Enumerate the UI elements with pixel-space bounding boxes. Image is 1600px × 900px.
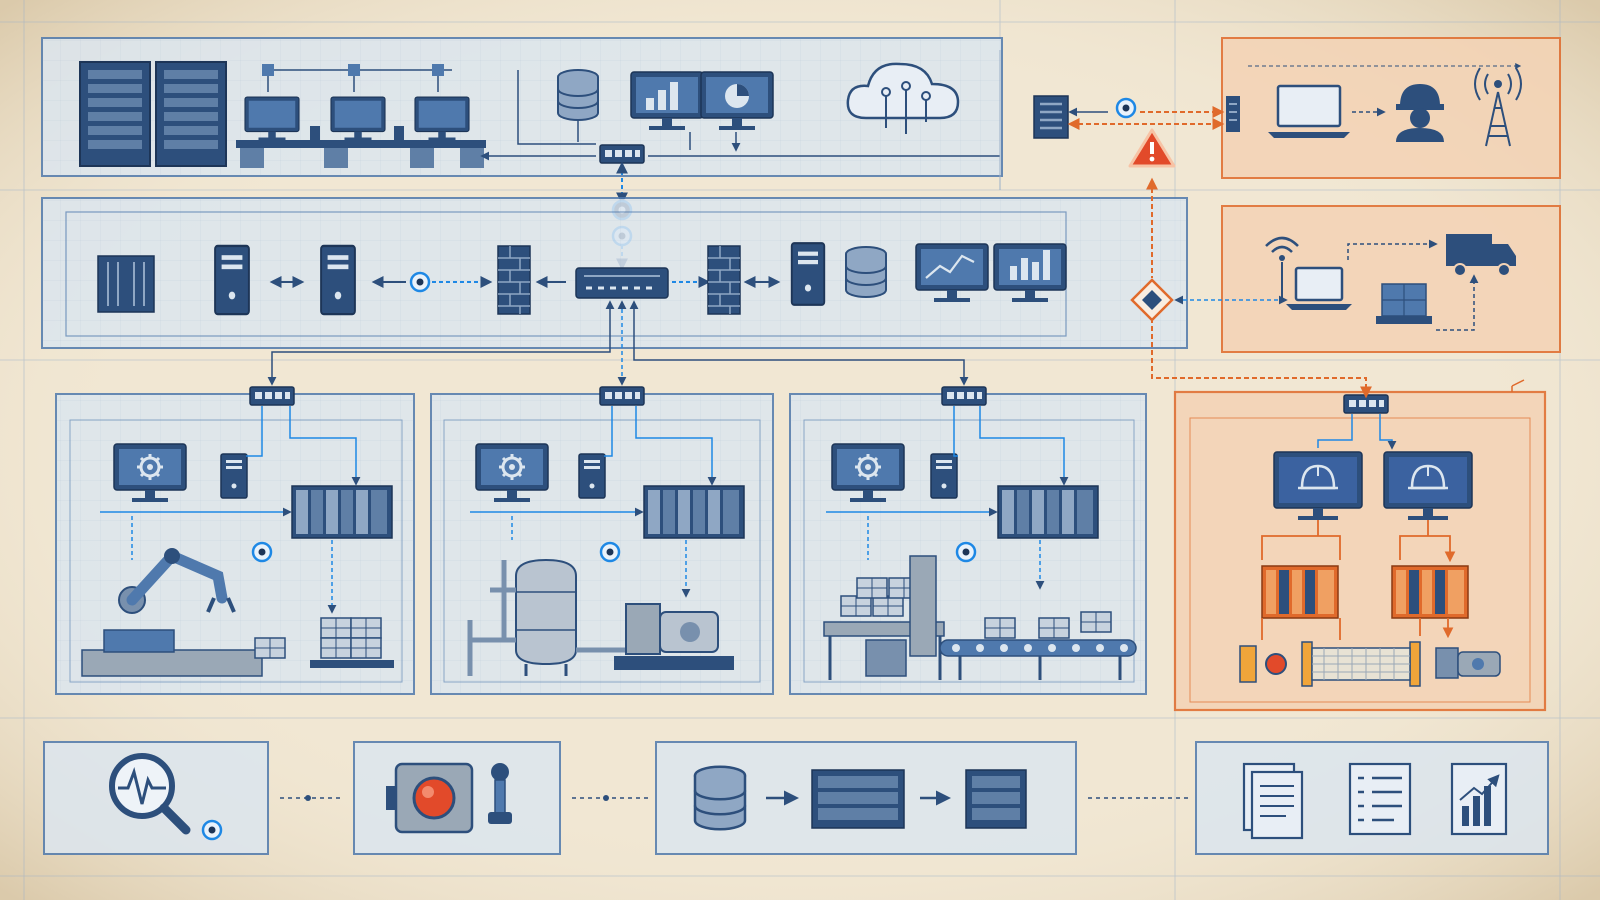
packaging-machine-icon — [823, 555, 945, 680]
enterprise-switch-icon — [599, 144, 645, 164]
dmz-data-node — [409, 271, 431, 293]
cell-switch-icon — [249, 386, 295, 406]
safety-plc-icon — [1391, 565, 1469, 619]
cell-switch-icon — [599, 386, 645, 406]
database-icon — [557, 69, 599, 121]
checklist-icon — [1348, 762, 1412, 836]
bar-chart-monitor-icon — [993, 243, 1067, 303]
dmz-zone — [41, 197, 1188, 349]
conveyor-belt-icon — [939, 611, 1137, 680]
plc-rack-icon — [291, 485, 393, 539]
pie-chart-dashboard-icon — [700, 71, 774, 131]
data-diode-diamond-icon — [1130, 278, 1174, 322]
cloud-icon — [846, 62, 960, 134]
workflow-step-monitoring — [43, 741, 269, 855]
historian-server-icon — [790, 242, 826, 306]
pump-motor-icon — [576, 603, 734, 670]
safety-pump-icon — [1435, 647, 1501, 679]
cell-controller-icon — [930, 453, 958, 499]
trend-monitor-icon — [915, 243, 989, 303]
dmz-server-icon — [319, 244, 357, 316]
server-rack-icon — [79, 61, 227, 167]
plc-rack-icon — [997, 485, 1099, 539]
workflow-step-reporting — [1195, 741, 1549, 855]
pallet-boxes-icon — [254, 617, 394, 668]
production-cell-packaging — [789, 386, 1147, 695]
firewall-icon — [707, 245, 741, 315]
server-stack-icon — [811, 769, 905, 829]
edge-gateway-icon — [1226, 96, 1240, 132]
emergency-stop-panel-icon — [386, 762, 474, 834]
historian-database-icon — [845, 246, 887, 298]
safety-system-zone — [1173, 379, 1547, 712]
radio-tower-icon — [1474, 67, 1522, 147]
server-cabinet-icon — [97, 255, 155, 313]
joystick-lever-icon — [488, 763, 512, 824]
delivery-truck-icon — [1446, 234, 1516, 277]
cell-switch-icon — [941, 386, 987, 406]
cell-distribution-links — [267, 300, 969, 386]
database-to-server-icon — [693, 765, 747, 831]
safety-fence-icon — [1301, 641, 1421, 687]
warehouse-pallet-icon — [1376, 283, 1432, 324]
warning-triangle-icon — [1128, 128, 1176, 168]
storage-server-icon — [965, 769, 1027, 829]
safety-light-curtain-icon — [1239, 645, 1287, 683]
safety-switch-icon — [1343, 394, 1389, 414]
monitoring-node — [201, 819, 223, 841]
firewall-icon — [497, 245, 531, 315]
enterprise-zone — [41, 37, 1003, 177]
dmz-server-icon — [213, 244, 251, 316]
process-tank-icon — [467, 558, 577, 676]
analytics-dashboard-icon — [630, 71, 704, 131]
production-cell-process — [430, 386, 774, 695]
cell-controller-icon — [578, 453, 606, 499]
supply-chain-zone — [1221, 205, 1561, 353]
magnifier-waveform-icon — [109, 753, 191, 835]
robot-arm-icon — [81, 548, 263, 677]
engineer-worker-icon — [1396, 84, 1444, 142]
reports-chart-icon — [1450, 762, 1508, 836]
production-cell-robotics — [55, 386, 415, 695]
documents-icon — [1242, 762, 1304, 840]
plc-rack-icon — [643, 485, 745, 539]
secure-gateway-links — [999, 50, 1366, 396]
workflow-step-data-pipeline — [655, 741, 1077, 855]
remote-access-zone — [1221, 37, 1561, 179]
cell-controller-icon — [220, 453, 248, 499]
workflow-step-emergency-stop — [353, 741, 561, 855]
safety-plc-icon — [1261, 565, 1339, 619]
core-router-icon — [575, 267, 669, 299]
gateway-device-icon — [1033, 95, 1069, 139]
workflow-strip — [43, 741, 1549, 855]
laptop-icon — [1268, 84, 1350, 138]
gateway-node — [1115, 97, 1137, 119]
